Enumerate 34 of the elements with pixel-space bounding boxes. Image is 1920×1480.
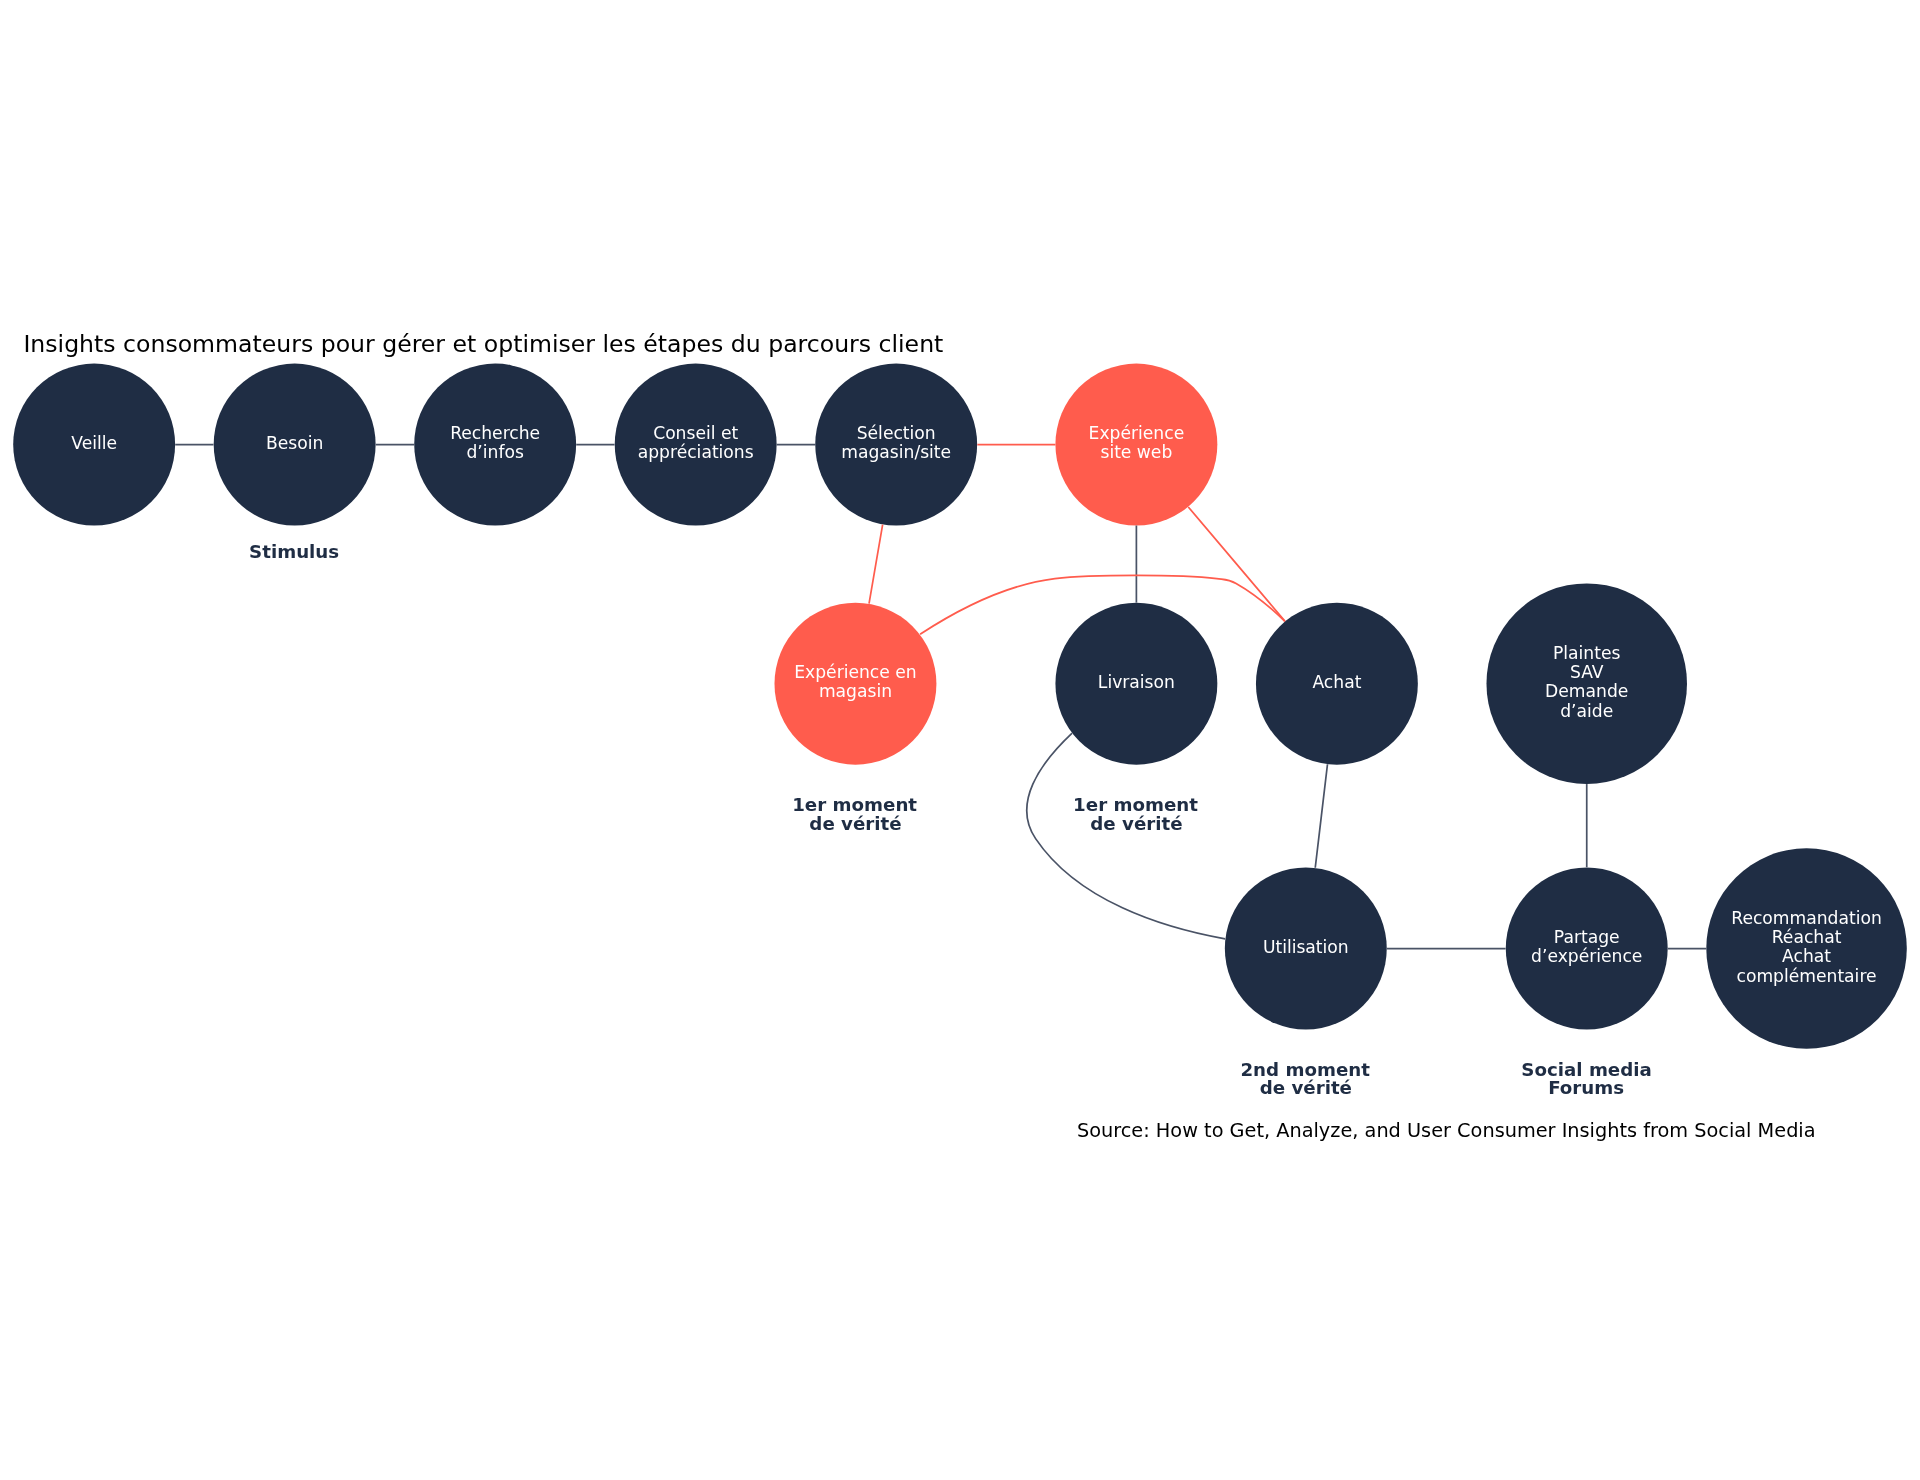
connector xyxy=(976,443,1057,445)
connector xyxy=(1025,731,1226,940)
connector xyxy=(575,443,616,445)
connector xyxy=(1135,524,1138,603)
connector xyxy=(374,443,415,445)
node-circle: Conseil et appréciations xyxy=(614,363,777,525)
node-circle: Utilisation xyxy=(1224,867,1387,1029)
node-label: 1er moment de vérité xyxy=(792,793,918,834)
node-circle: Partage d’expérience xyxy=(1505,867,1668,1029)
connector xyxy=(775,443,816,445)
node-circle: Recherche d’infos xyxy=(414,363,577,525)
node-circle: Recommandation Réachat Achat complémentaire xyxy=(1706,847,1907,1049)
node-circle: Besoin xyxy=(213,363,376,525)
connector xyxy=(174,443,215,445)
caption: Source: How to Get, Analyze, and User Consumer Insights from Social Media xyxy=(1076,1118,1816,1142)
connector xyxy=(919,573,1286,635)
node-circle: Achat xyxy=(1255,602,1418,765)
node-label: Social media Forums xyxy=(1521,1058,1652,1098)
connector xyxy=(1187,505,1286,622)
node-label: 1er moment de vérité xyxy=(1073,793,1199,834)
connector xyxy=(868,523,884,604)
connector xyxy=(1314,762,1329,869)
connector xyxy=(1585,782,1588,868)
connector xyxy=(1667,947,1707,949)
node-circle: Sélection magasin/site xyxy=(815,363,978,525)
node-label: Stimulus xyxy=(249,540,340,562)
diagram-title: Insights consommateurs pour gérer et optimiser les étapes du parcours client xyxy=(23,329,944,358)
node-label: 2nd moment de vérité xyxy=(1240,1058,1370,1098)
node-circle: Expérience site web xyxy=(1055,363,1218,525)
node-circle: Plaintes SAV Demande d’aide xyxy=(1486,582,1687,784)
node-circle: Expérience en magasin xyxy=(774,602,937,765)
node-circle: Livraison xyxy=(1055,602,1218,765)
connector xyxy=(1386,947,1507,949)
node-circle: Veille xyxy=(13,363,176,525)
